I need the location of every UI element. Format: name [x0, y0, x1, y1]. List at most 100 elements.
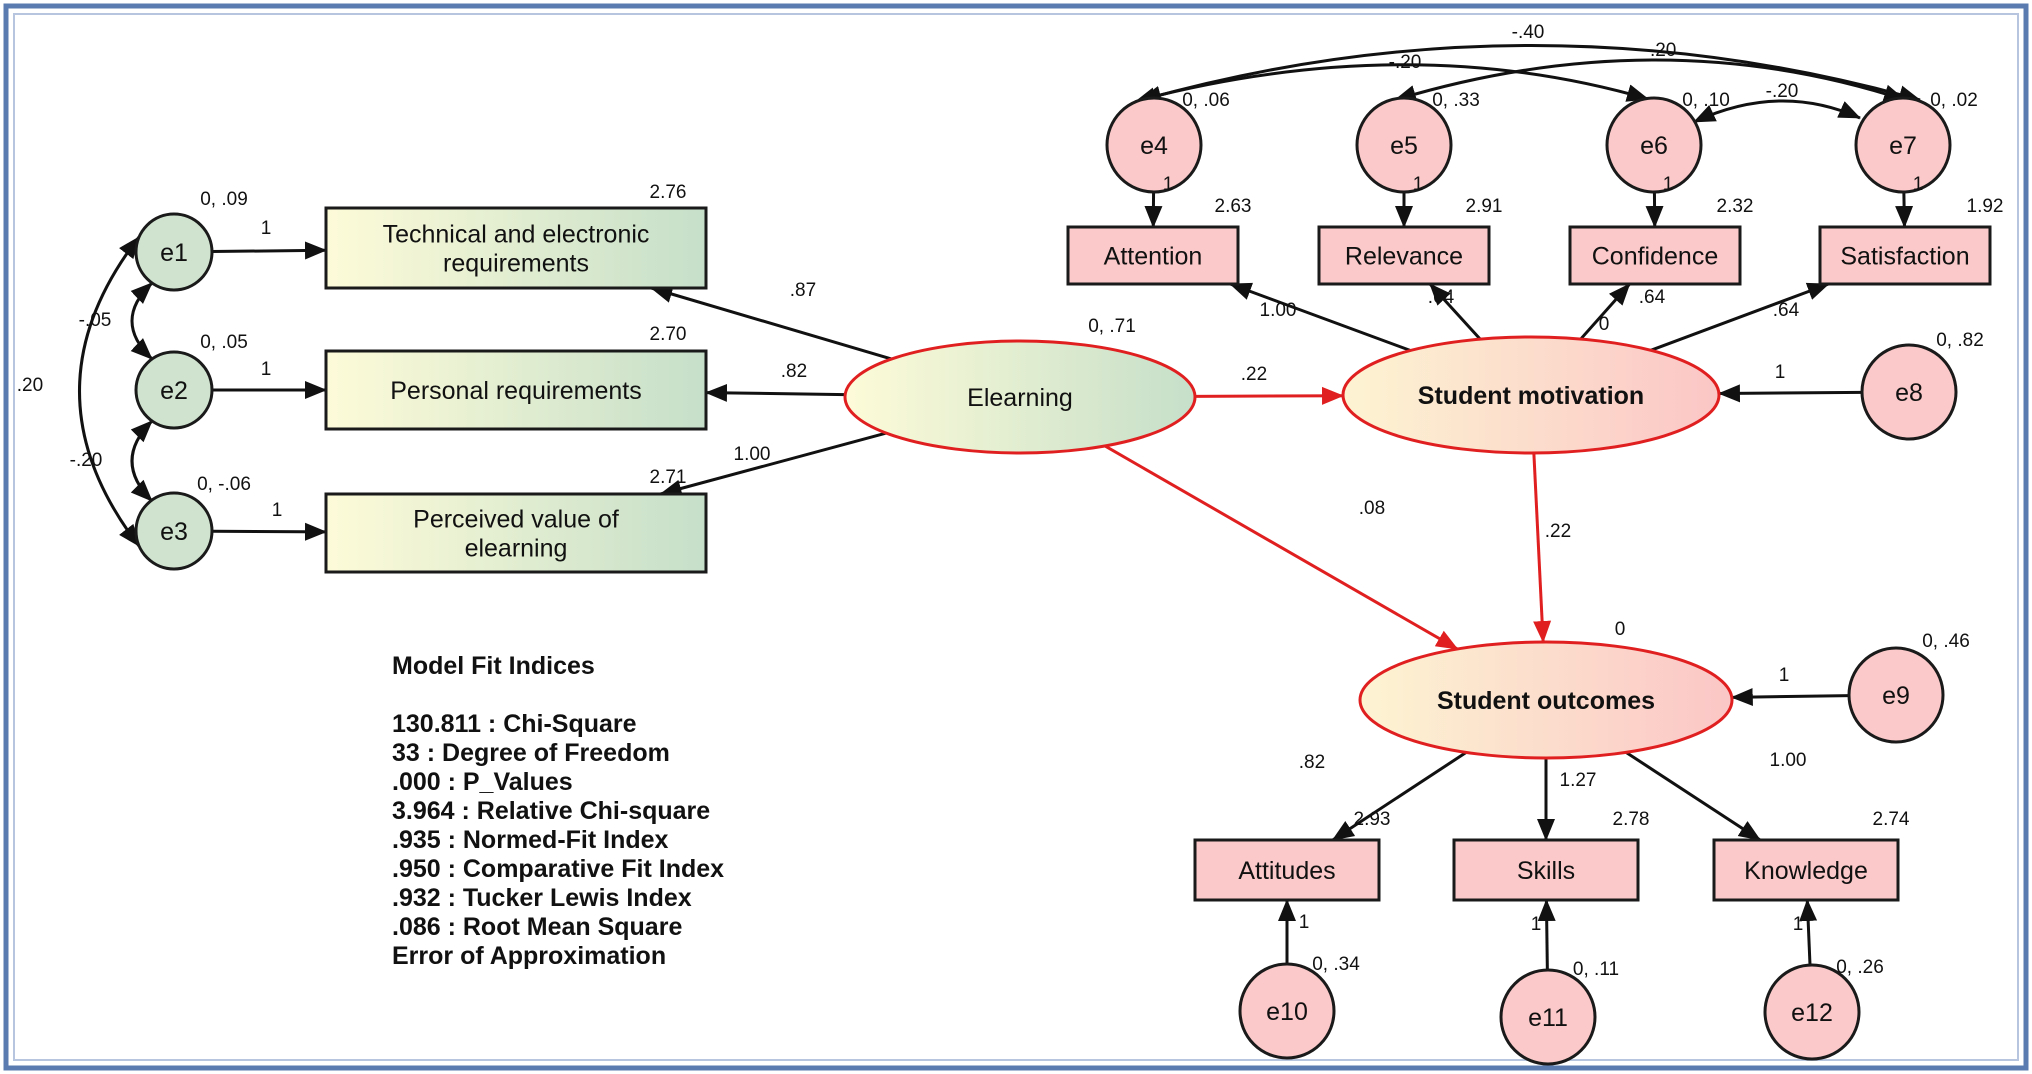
error-node-e5 [1355, 96, 1453, 194]
error-node-e1 [134, 212, 214, 292]
path-arrow-e8-motivation [1717, 384, 1863, 403]
path-arrow-elearning-tech [650, 285, 892, 361]
observed-label: Satisfaction [1840, 243, 1969, 271]
fit-line: 3.964 : Relative Chi-square [392, 797, 711, 825]
observed-box-skills [1452, 838, 1640, 902]
error-params: 0, .82 [1936, 330, 1984, 351]
outer-frame [3, 3, 2029, 1071]
path-coefficient: 1 [1913, 174, 1924, 195]
path-arrow-outcomes-knowledge [1625, 751, 1761, 842]
intercept-label: 2.93 [1354, 809, 1391, 830]
error-node-e9 [1847, 646, 1945, 744]
error-params: 0, .34 [1312, 954, 1360, 975]
fit-line: .086 : Root Mean Square [392, 913, 683, 941]
observed-label: Technical and electronic [383, 221, 650, 249]
path-coefficient: 1 [1779, 665, 1790, 686]
fit-title: Model Fit Indices [392, 652, 595, 680]
labels-layer: .87.821.00.22.08.221.00.64.64.64.821.271… [17, 22, 2004, 980]
path-arrow-e7-satisfaction [1895, 191, 1914, 228]
covariance-curve-e6-e7 [1693, 99, 1861, 124]
path-arrow-e11-skills [1537, 899, 1556, 971]
covariance-curve-e4-e6 [1139, 63, 1649, 104]
path-arrow-elearning-personal [705, 383, 846, 402]
error-label: e10 [1266, 998, 1308, 1026]
path-coefficient: 1 [261, 359, 272, 380]
path-coefficient: .22 [1241, 364, 1267, 385]
error-params: 0, .10 [1682, 90, 1730, 111]
observed-label: Confidence [1592, 243, 1718, 271]
error-params: 0, .05 [200, 332, 248, 353]
path-coefficient: 1 [261, 218, 272, 239]
intercept-label: 2.91 [1466, 196, 1503, 217]
path-coefficient: .64 [1773, 300, 1800, 321]
error-node-e10 [1238, 962, 1336, 1060]
observed-box-perceived [324, 492, 708, 574]
error-label: e4 [1140, 132, 1168, 160]
fit-spacer [392, 681, 724, 710]
path-coefficient: .08 [1359, 498, 1385, 519]
intercept-label: 2.76 [650, 182, 687, 203]
path-arrow-motivation-outcomes [1532, 452, 1552, 644]
observed-box-confidence [1568, 225, 1742, 286]
observed-label: Relevance [1345, 243, 1463, 271]
covariance-curve-e5-e7 [1394, 58, 1906, 103]
covariance-coefficient: -.05 [79, 310, 112, 331]
error-node-e7 [1854, 96, 1952, 194]
error-label: e5 [1390, 132, 1418, 160]
path-arrow-outcomes-attitudes [1331, 751, 1468, 842]
error-params: 0, -.06 [197, 474, 251, 495]
path-coefficient: 1 [1299, 912, 1310, 933]
error-node-e12 [1763, 963, 1861, 1061]
path-arrow-elearning-outcomes [1104, 444, 1459, 651]
error-label: e2 [160, 377, 188, 405]
intercept-label: 2.63 [1215, 196, 1252, 217]
fit-line: 33 : Degree of Freedom [392, 739, 670, 767]
path-coefficient: 1.00 [1770, 750, 1807, 771]
intercept-label: 2.32 [1717, 196, 1754, 217]
observed-label: Skills [1517, 857, 1575, 885]
latent-label: Student outcomes [1437, 687, 1655, 715]
observed-box-tech [324, 206, 708, 290]
observed-box-knowledge [1712, 838, 1900, 902]
path-coefficient: 1 [1163, 174, 1174, 195]
path-coefficient: 1.00 [734, 444, 771, 465]
error-params: 0, .09 [200, 189, 248, 210]
covariance-curve-e4-e7 [1134, 44, 1921, 105]
latent-label: Elearning [967, 384, 1073, 412]
error-label: e1 [160, 239, 188, 267]
intercept-label: 2.78 [1613, 809, 1650, 830]
error-node-e3 [134, 491, 214, 571]
error-node-e4 [1105, 96, 1203, 194]
error-params: 0, .02 [1930, 90, 1978, 111]
latent-ellipse-elearning [843, 339, 1197, 455]
error-label: e3 [160, 518, 188, 546]
intercept-label: 1.92 [1967, 196, 2004, 217]
observed-label: elearning [465, 535, 568, 563]
error-label: e8 [1895, 379, 1923, 407]
observed-box-satisfaction [1818, 225, 1992, 286]
covariance-curve-e1-e2 [130, 281, 154, 361]
observed-label: Personal requirements [390, 377, 642, 405]
observed-box-personal [324, 349, 708, 431]
covariance-coefficient: .20 [17, 375, 43, 396]
covariance-coefficient: -.20 [70, 450, 103, 471]
path-arrow-e3-perceived [211, 522, 327, 541]
covariance-coefficient: -.20 [1766, 81, 1799, 102]
covariance-coefficient: -.20 [1644, 40, 1677, 61]
observed-box-attitudes [1193, 838, 1381, 902]
covariance-coefficient: -.20 [1389, 52, 1422, 73]
nodes-layer: Technical and electronicrequirementsPers… [134, 96, 1992, 1066]
path-coefficient: 1 [1775, 362, 1786, 383]
observed-label: Attention [1104, 243, 1203, 271]
fit-line: .935 : Normed-Fit Index [392, 826, 669, 854]
path-coefficient: .64 [1639, 287, 1666, 308]
inner-frame [13, 13, 2019, 1061]
observed-box-relevance [1317, 225, 1491, 286]
fit-line: .932 : Tucker Lewis Index [392, 884, 692, 912]
path-arrow-e1-tech [211, 241, 327, 260]
path-coefficient: 1 [1663, 174, 1674, 195]
fit-line: .950 : Comparative Fit Index [392, 855, 725, 883]
observed-box-attention [1066, 225, 1240, 286]
path-coefficient: .87 [790, 280, 816, 301]
model-fit-panel: Model Fit Indices 130.811 : Chi-Square 3… [392, 652, 724, 971]
